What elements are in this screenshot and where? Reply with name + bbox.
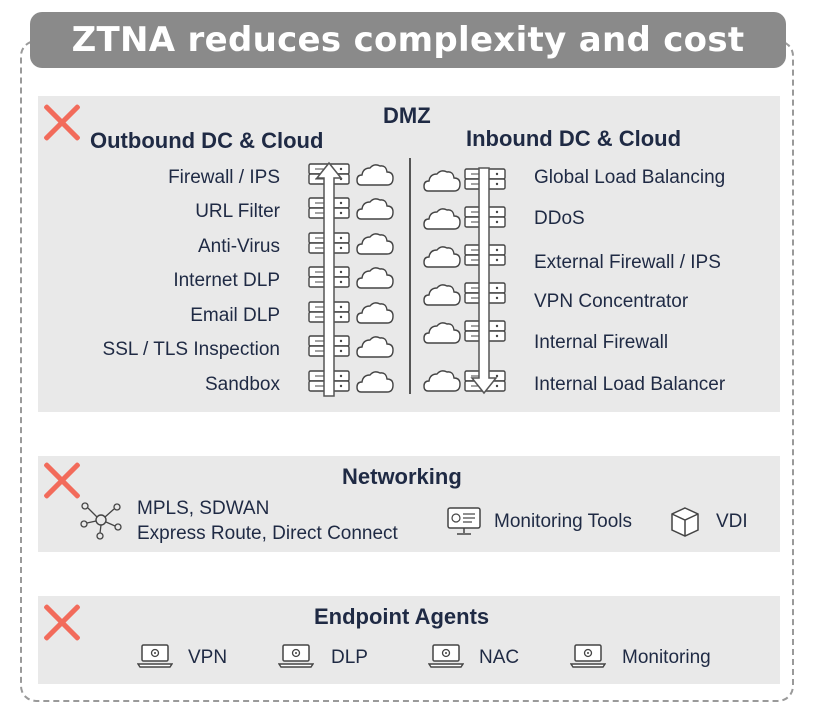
arrow-down-icon	[470, 167, 498, 395]
laptop-gear-icon	[278, 643, 314, 669]
network-hub-icon	[80, 500, 122, 540]
inbound-title: Inbound DC & Cloud	[466, 126, 682, 151]
cloud-icon	[423, 370, 461, 392]
cross-icon	[42, 103, 82, 143]
cloud-icon	[356, 371, 394, 393]
outbound-item: Firewall / IPS	[168, 167, 280, 188]
outbound-icons	[308, 161, 394, 397]
inbound-item: Internal Load Balancer	[534, 374, 726, 395]
networking-panel	[38, 456, 780, 552]
page-title: ZTNA reduces complexity and cost	[30, 12, 786, 68]
cloud-icon	[423, 170, 461, 192]
laptop-gear-icon	[428, 643, 464, 669]
arrow-up-icon	[315, 161, 343, 397]
dmz-title: DMZ	[383, 103, 431, 128]
cube-icon	[670, 506, 700, 538]
dmz-divider	[409, 158, 411, 394]
cloud-icon	[423, 284, 461, 306]
endpoint-title: Endpoint Agents	[314, 604, 490, 629]
networking-title: Networking	[342, 464, 462, 489]
cross-icon	[42, 461, 82, 501]
monitor-icon	[446, 506, 482, 536]
outbound-item: URL Filter	[195, 201, 280, 222]
inbound-item: Global Load Balancing	[534, 167, 726, 188]
inbound-item: External Firewall / IPS	[534, 252, 721, 273]
outbound-item: Sandbox	[204, 374, 280, 395]
outbound-icon-column	[300, 160, 400, 400]
endpoint-item: NAC	[479, 647, 520, 668]
endpoint-panel	[38, 596, 780, 684]
laptop-gear-icon	[137, 643, 173, 669]
outbound-item: Email DLP	[190, 305, 280, 326]
networking-item: Monitoring Tools	[494, 511, 633, 532]
networking-item: MPLS, SDWAN	[137, 498, 270, 519]
inbound-item: DDoS	[534, 208, 585, 229]
cloud-icon	[423, 322, 461, 344]
outbound-item: Anti-Virus	[197, 236, 280, 257]
endpoint-item: DLP	[331, 647, 368, 668]
inbound-item: Internal Firewall	[534, 332, 669, 353]
inbound-icon-column	[420, 160, 520, 400]
outbound-item: Internet DLP	[173, 270, 280, 291]
outbound-item: SSL / TLS Inspection	[102, 339, 280, 360]
inbound-item: VPN Concentrator	[534, 291, 689, 312]
laptop-gear-icon	[570, 643, 606, 669]
cloud-icon	[356, 198, 394, 220]
networking-item: Express Route, Direct Connect	[137, 523, 398, 544]
cloud-icon	[356, 302, 394, 324]
cloud-icon	[423, 246, 461, 268]
networking-item: VDI	[716, 511, 748, 532]
inbound-icons	[423, 167, 506, 395]
outbound-title: Outbound DC & Cloud	[90, 128, 324, 153]
cross-icon	[42, 603, 82, 643]
cloud-icon	[356, 164, 394, 186]
cloud-icon	[356, 233, 394, 255]
cloud-icon	[356, 336, 394, 358]
cloud-icon	[356, 267, 394, 289]
endpoint-item: Monitoring	[622, 647, 711, 668]
endpoint-item: VPN	[188, 647, 228, 668]
cloud-icon	[423, 208, 461, 230]
